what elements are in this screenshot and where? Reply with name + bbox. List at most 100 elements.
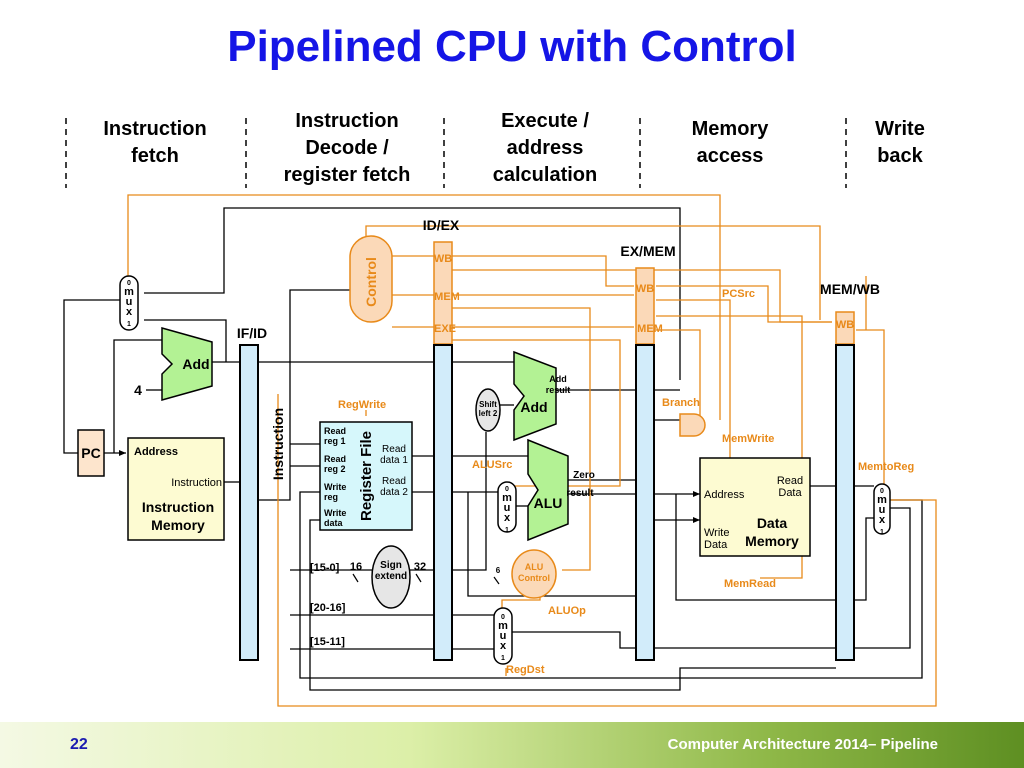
branch-and-gate — [679, 413, 706, 437]
mux-letter: m — [502, 492, 512, 504]
memwb-label: MEM/WB — [820, 281, 880, 297]
memwb-wb: WB — [836, 319, 854, 331]
control-label: Control — [363, 257, 379, 307]
stage-separators — [65, 118, 847, 188]
instruction-bus-label: Instruction — [270, 408, 286, 480]
signal-pcsrc: PCSrc — [722, 288, 755, 300]
mux-input-1: 1 — [505, 527, 509, 534]
idex-label: ID/EX — [423, 217, 460, 233]
footer-text: Computer Architecture 2014– Pipeline — [667, 736, 938, 753]
mux-letter: u — [879, 504, 886, 516]
signal-memtoreg: MemtoReg — [858, 461, 914, 473]
exmem-mem: MEM — [637, 323, 663, 335]
regfile-title: Register File — [358, 431, 375, 521]
signal-regdst: RegDst — [506, 664, 545, 676]
mux-letter: x — [504, 512, 511, 524]
idex-exe: EXE — [434, 323, 456, 335]
control-wires — [127, 194, 937, 707]
imem-instruction: Instruction — [171, 477, 222, 489]
mux-input-0: 0 — [505, 486, 509, 493]
idex-wb: WB — [434, 253, 452, 265]
imem-address: Address — [134, 446, 178, 458]
pipeline-register-exmem: EX/MEM WB MEM — [620, 243, 676, 661]
mux-input-1: 1 — [880, 529, 884, 536]
pipeline-register-ifid: IF/ID — [237, 325, 267, 661]
idex-mem: MEM — [434, 291, 460, 303]
slide-title: Pipelined CPU with Control — [227, 22, 797, 71]
mux-input-0: 0 — [880, 488, 884, 495]
alu-zero: Zero — [573, 470, 595, 481]
pc-label: PC — [81, 445, 100, 461]
bits-6: 6 — [496, 566, 501, 575]
constant-four: 4 — [134, 382, 142, 398]
exmem-label: EX/MEM — [620, 243, 675, 259]
pc-adder: Add — [161, 327, 213, 401]
signal-alusrc: ALUSrc — [472, 459, 512, 471]
mux-letter: u — [504, 502, 511, 514]
pipeline-diagram: IF/ID ID/EX WB MEM EXE EX/MEM WB MEM MEM… — [63, 118, 937, 707]
mux-letter: m — [498, 620, 508, 632]
bits-16: 16 — [350, 561, 362, 573]
mux-input-0: 0 — [127, 280, 131, 287]
signal-branch: Branch — [662, 397, 700, 409]
signal-regwrite: RegWrite — [338, 399, 386, 411]
mux-letter: u — [500, 630, 507, 642]
mux-letter: x — [500, 640, 507, 652]
control-unit: Control — [349, 235, 393, 323]
mux-letter: u — [126, 296, 133, 308]
mux-input-1: 1 — [501, 655, 505, 662]
dmem-address: Address — [704, 489, 745, 501]
signal-memread: MemRead — [724, 578, 776, 590]
alu: ALU Zero result — [527, 438, 595, 542]
branch-adder-label: Add — [520, 399, 547, 415]
field-15-0: [15-0] — [310, 562, 340, 574]
alu-result: result — [566, 488, 594, 499]
pipeline-register-idex: ID/EX WB MEM EXE — [423, 217, 460, 661]
field-20-16: [20-16] — [310, 602, 346, 614]
footer-bar — [0, 722, 1024, 768]
exmem-wb: WB — [636, 283, 654, 295]
mux-input-1: 1 — [127, 321, 131, 328]
pipeline-register-memwb: MEM/WB WB — [820, 281, 880, 661]
mux-letter: x — [126, 306, 133, 318]
signal-aluop: ALUOp — [548, 605, 586, 617]
mux-letter: m — [877, 494, 887, 506]
program-counter: PC — [77, 429, 105, 477]
mux-letter: m — [124, 286, 134, 298]
signal-memwrite: MemWrite — [722, 433, 774, 445]
mux-input-0: 0 — [501, 614, 505, 621]
page-number: 22 — [70, 736, 88, 753]
ifid-label: IF/ID — [237, 325, 267, 341]
pc-adder-label: Add — [182, 356, 209, 372]
alu-label: ALU — [534, 495, 563, 511]
